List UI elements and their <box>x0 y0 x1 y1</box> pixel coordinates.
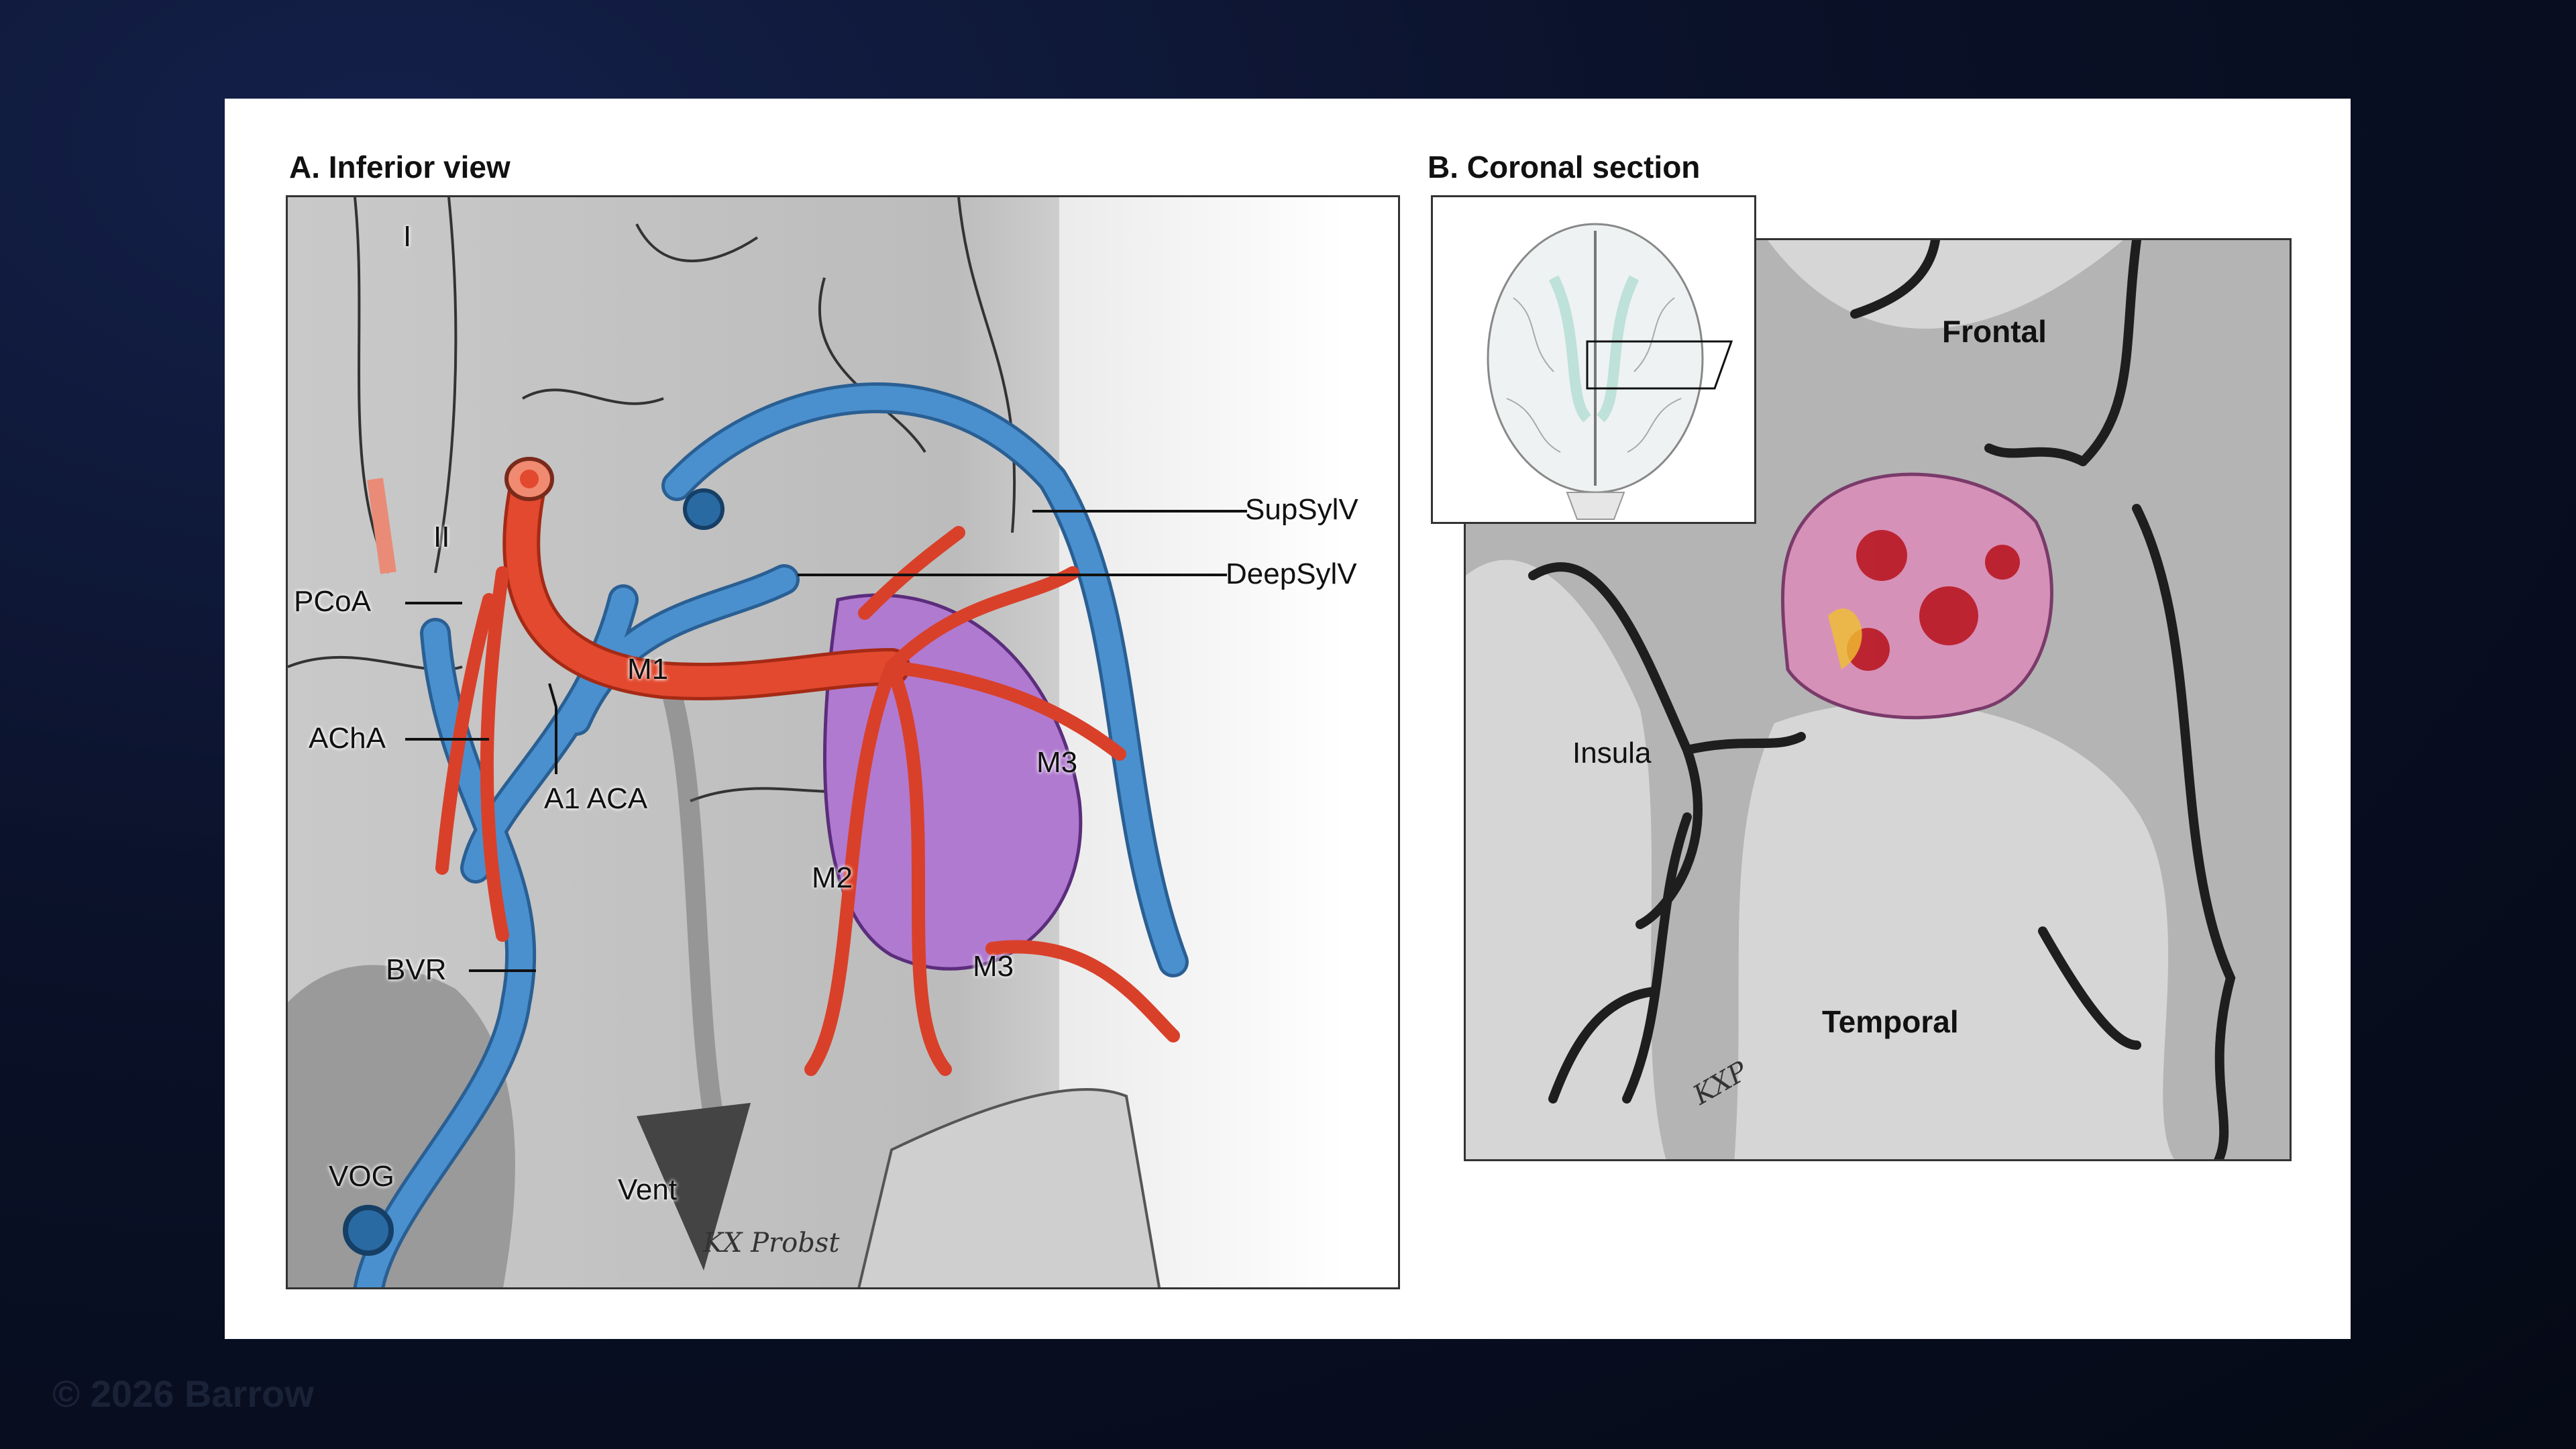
label-m2: M2 <box>812 861 853 894</box>
label-bvr: BVR <box>386 953 447 986</box>
panel-a-title: A. Inferior view <box>289 150 511 184</box>
label-ii: II <box>433 521 450 553</box>
sulci <box>1528 240 2236 1159</box>
leader-lines <box>405 510 1247 972</box>
label-insula: Insula <box>1572 737 1652 769</box>
label-m3-lower: M3 <box>973 950 1014 983</box>
label-m3-upper: M3 <box>1036 746 1078 779</box>
label-frontal: Frontal <box>1942 314 2047 349</box>
label-vog: VOG <box>329 1160 394 1193</box>
label-deepsylv: DeepSylV <box>1226 557 1357 590</box>
brainstem <box>288 965 515 1287</box>
copyright-watermark: © 2026 Barrow <box>52 1373 314 1415</box>
label-pcoa: PCoA <box>294 585 371 618</box>
brain-locator-inset <box>1431 195 1756 524</box>
label-i: I <box>403 220 412 253</box>
inferior-view-illustration <box>286 195 1400 1289</box>
artist-signature: KX Probst <box>703 1228 840 1258</box>
section-plane <box>1586 340 1733 390</box>
label-temporal: Temporal <box>1822 1004 1959 1039</box>
label-acha: AChA <box>309 722 386 755</box>
avm-nidus <box>1780 472 2053 720</box>
gyri-lines <box>288 197 1016 802</box>
panel-b-title: B. Coronal section <box>1428 150 1701 184</box>
label-supsylv: SupSylV <box>1245 493 1358 526</box>
label-m1: M1 <box>627 653 669 686</box>
ventricle <box>637 1103 751 1271</box>
label-vent: Vent <box>618 1173 678 1206</box>
label-a1-aca: A1 ACA <box>544 782 648 815</box>
vog-lumen <box>343 1205 394 1256</box>
